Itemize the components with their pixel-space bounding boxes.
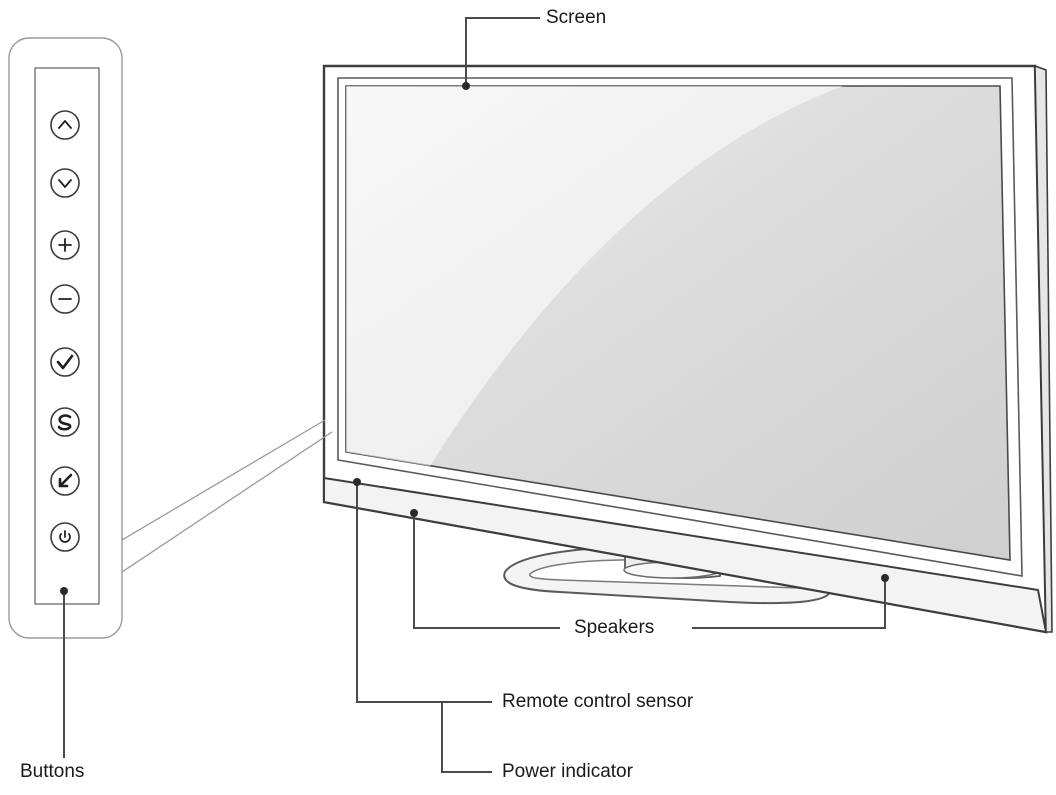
chevron-down-icon: [58, 179, 72, 188]
settings-button[interactable]: [50, 407, 80, 437]
power-button[interactable]: [50, 522, 80, 552]
input-button[interactable]: [50, 466, 80, 496]
volume-down-button[interactable]: [50, 284, 80, 314]
speaker-right-marker: [881, 574, 889, 582]
volume-up-button[interactable]: [50, 230, 80, 260]
buttons-marker: [60, 587, 68, 595]
speaker-left-marker: [410, 509, 418, 517]
chevron-up-icon: [58, 120, 72, 129]
power-indicator-leader-line: [441, 702, 492, 773]
buttons-label: Buttons: [20, 761, 85, 782]
screen-label: Screen: [546, 7, 607, 28]
marker-dots: [60, 82, 889, 595]
screen-panel: [345, 85, 1011, 561]
check-icon: [56, 354, 74, 370]
input-arrow-icon: [58, 473, 73, 488]
remote-sensor-leader-line: [356, 482, 492, 703]
remote-sensor-label: Remote control sensor: [502, 691, 694, 712]
screen-marker: [462, 82, 470, 90]
power-indicator-label: Power indicator: [502, 761, 633, 782]
plus-icon: [58, 238, 72, 252]
s-icon: [57, 414, 72, 431]
screen-leader-line: [465, 17, 540, 86]
side-buttons-panel: [8, 37, 333, 639]
leader-lines: [63, 17, 886, 773]
remote-sensor-marker: [353, 478, 361, 486]
up-arrow-button[interactable]: [50, 110, 80, 140]
power-icon: [59, 530, 71, 543]
speaker-right-leader-line: [692, 578, 886, 629]
down-arrow-button[interactable]: [50, 168, 80, 198]
ok-button[interactable]: [50, 347, 80, 377]
side-buttons: [50, 110, 80, 552]
speakers-label: Speakers: [574, 617, 655, 638]
speaker-left-leader-line: [413, 513, 560, 629]
